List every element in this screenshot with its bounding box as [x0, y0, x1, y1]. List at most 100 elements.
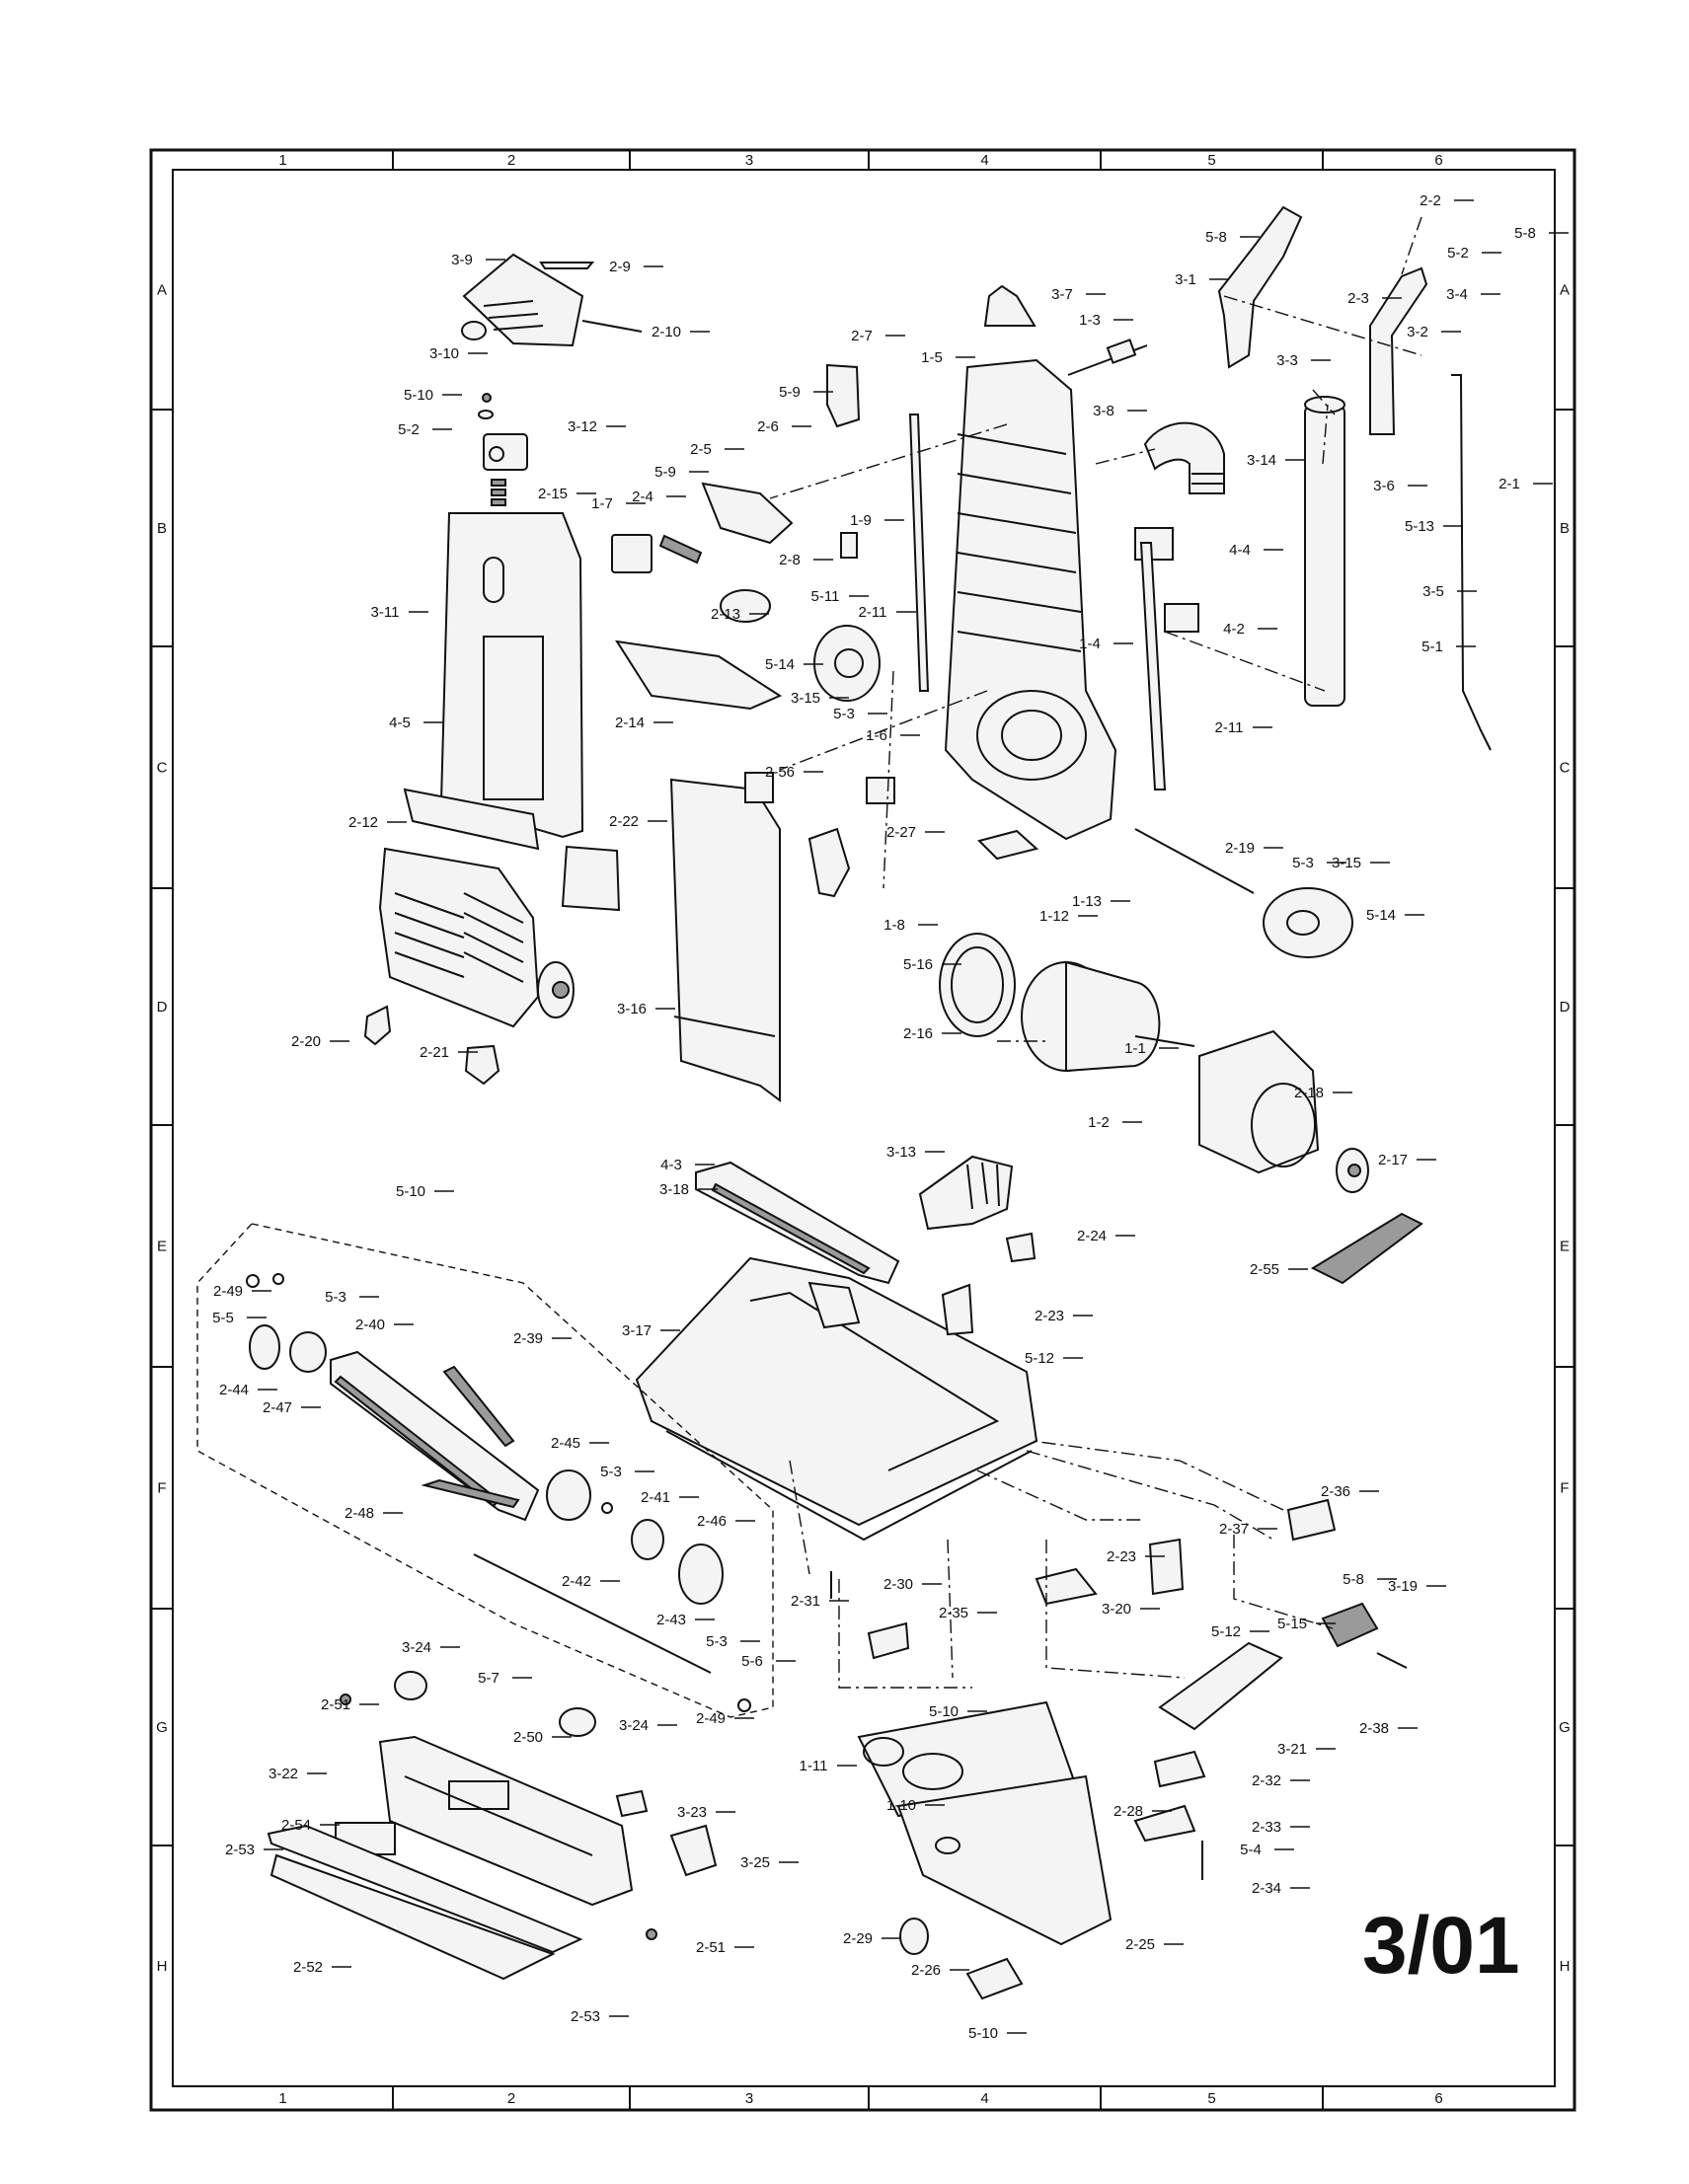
bristle-strip-2-48-b — [421, 1478, 520, 1509]
screw-2-51 — [340, 1694, 351, 1705]
callout-2-14: 2-14 — [615, 715, 645, 731]
zone-row-right-F: F — [1560, 1480, 1569, 1497]
cord-hook-2-1 — [1451, 374, 1492, 751]
callout-2-6: 2-6 — [757, 418, 779, 435]
filter-pad-2-14 — [614, 640, 783, 711]
hose-3-13 — [918, 1155, 1014, 1231]
callout-1-11: 1-11 — [800, 1758, 828, 1774]
lever-2-5 — [701, 482, 794, 545]
bracket-1-7 — [611, 534, 653, 573]
end-cap-2-44 — [249, 1324, 280, 1370]
callout-2-11: 2-11 — [859, 604, 887, 621]
callout-3-6: 3-6 — [1373, 478, 1395, 494]
frame-outer-border — [149, 148, 1576, 2112]
callout-2-3: 2-3 — [1347, 290, 1369, 307]
callout-1-3: 1-3 — [1079, 312, 1101, 329]
callout-5-6: 5-6 — [741, 1653, 763, 1670]
callout-2-56: 2-56 — [765, 764, 795, 781]
callout-4-5: 4-5 — [389, 715, 411, 731]
callout-5-2: 5-2 — [398, 421, 420, 438]
callout-2-13: 2-13 — [711, 606, 740, 623]
dust-bag-4-3 — [669, 778, 781, 1102]
pad-4-2 — [1164, 603, 1199, 633]
callout-3-16: 3-16 — [617, 1001, 647, 1017]
bracket-3-25 — [669, 1824, 718, 1877]
zone-row-left-C: C — [157, 760, 168, 777]
zone-col-bottom-4: 4 — [980, 2090, 988, 2107]
rail-2-11 — [1139, 542, 1167, 791]
callout-5-10: 5-10 — [404, 387, 433, 404]
callout-2-29: 2-29 — [843, 1930, 873, 1947]
base-plate-3-22 — [378, 1735, 634, 1907]
handle-grip-3-1 — [1217, 205, 1303, 369]
callout-2-36: 2-36 — [1321, 1483, 1350, 1500]
frame-inner-border — [172, 169, 1556, 2087]
bottom-plate-2-52 — [269, 1853, 556, 1981]
callout-2-51: 2-51 — [696, 1939, 726, 1956]
zone-row-right-A: A — [1560, 282, 1570, 299]
clip-1-8 — [807, 827, 851, 898]
callout-1-2: 1-2 — [1088, 1114, 1110, 1131]
callout-4-2: 4-2 — [1223, 621, 1245, 638]
callout-2-25: 2-25 — [1125, 1936, 1155, 1953]
end-cap-2-46 — [678, 1544, 724, 1605]
callout-5-8: 5-8 — [1514, 225, 1536, 242]
square-pad-2-27 — [866, 777, 895, 804]
clip-2-26 — [965, 1957, 1024, 2000]
bearing-2-41 — [631, 1519, 664, 1560]
callout-3-21: 3-21 — [1277, 1741, 1307, 1758]
callout-3-23: 3-23 — [677, 1804, 707, 1821]
main-housing-3-8 — [944, 358, 1117, 841]
callout-2-7: 2-7 — [851, 328, 873, 344]
callout-2-1: 2-1 — [1498, 476, 1520, 492]
callout-1-1: 1-1 — [1124, 1040, 1146, 1057]
bracket-2-32 — [1153, 1750, 1206, 1788]
callout-3-11: 3-11 — [371, 604, 400, 621]
handle-2-55 — [1310, 1212, 1423, 1285]
bracket-2-30 — [867, 1621, 910, 1660]
callout-2-10: 2-10 — [652, 324, 681, 340]
zone-col-bottom-1: 1 — [278, 2090, 286, 2107]
bracket-2-23-b — [1148, 1538, 1185, 1596]
clip-2-24 — [1005, 1232, 1036, 1263]
callout-2-33: 2-33 — [1252, 1819, 1281, 1836]
zone-col-top-1: 1 — [278, 152, 286, 169]
callout-3-18: 3-18 — [659, 1181, 689, 1198]
callout-3-17: 3-17 — [622, 1322, 652, 1339]
zone-col-bottom-3: 3 — [745, 2090, 753, 2107]
callout-2-31: 2-31 — [791, 1593, 820, 1610]
callout-5-3: 5-3 — [325, 1289, 346, 1306]
motor-filter-2-18 — [1198, 1029, 1320, 1174]
bristle-strip-2-48 — [442, 1365, 515, 1448]
handle-tube-3-6 — [1304, 396, 1345, 707]
callout-2-17: 2-17 — [1378, 1152, 1408, 1168]
callout-5-5: 5-5 — [212, 1310, 234, 1326]
callout-3-22: 3-22 — [269, 1766, 298, 1782]
callout-2-20: 2-20 — [291, 1033, 321, 1050]
callout-2-46: 2-46 — [697, 1513, 727, 1530]
filter-housing-3-16 — [378, 847, 575, 1028]
strip-2-12 — [403, 788, 540, 851]
pin-2-38 — [1376, 1652, 1408, 1669]
callout-3-25: 3-25 — [740, 1854, 770, 1871]
zone-row-right-C: C — [1560, 760, 1571, 777]
callout-5-3: 5-3 — [600, 1464, 622, 1480]
callout-2-43: 2-43 — [656, 1612, 686, 1628]
handle-grip-3-2 — [1369, 266, 1428, 435]
revision-stamp: 3/01 — [1362, 1901, 1520, 1991]
bracket-3-20 — [1035, 1567, 1098, 1606]
assembly-center-lines — [769, 216, 1422, 1689]
callout-1-5: 1-5 — [921, 349, 943, 366]
spring-2-4 — [658, 534, 703, 565]
clip-3-23 — [615, 1789, 649, 1818]
zone-col-top-6: 6 — [1434, 152, 1442, 169]
callout-2-21: 2-21 — [420, 1044, 449, 1061]
callout-2-11: 2-11 — [1215, 719, 1244, 736]
bracket-1-13 — [977, 829, 1039, 861]
screw-2-51-b — [646, 1928, 657, 1940]
callout-2-54: 2-54 — [281, 1817, 311, 1834]
callout-1-6: 1-6 — [866, 727, 887, 744]
callout-5-14: 5-14 — [1366, 907, 1396, 924]
callout-2-30: 2-30 — [883, 1576, 913, 1593]
